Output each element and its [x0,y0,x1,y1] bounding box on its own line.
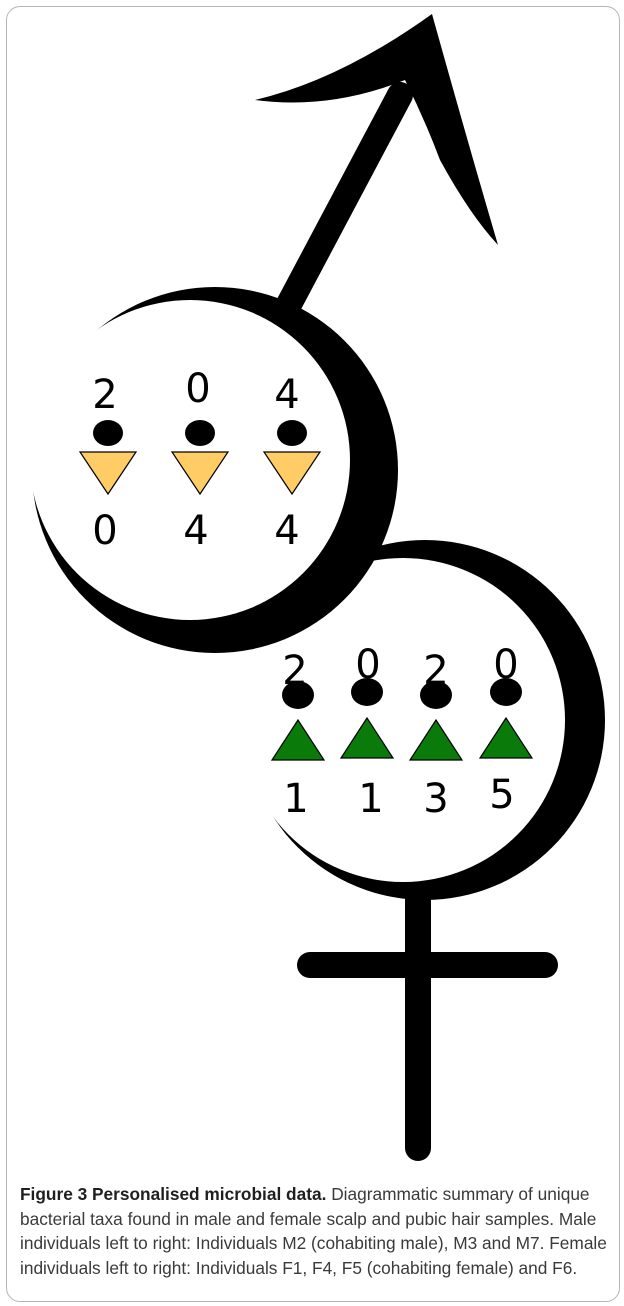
male-individual: 0 4 [170,366,230,554]
head-marker [185,420,215,446]
female-bottom-count: 1 [283,776,308,822]
male-bottom-count: 0 [92,508,117,554]
male-individuals: 2 0 0 4 4 4 [78,366,322,554]
mars-arrow [255,14,498,353]
head-marker [277,420,307,446]
male-individual: 4 4 [262,372,322,554]
male-marker [170,451,230,496]
female-individuals: 2 1 0 1 2 3 0 5 [270,642,534,822]
female-marker [408,718,464,761]
male-marker [78,451,138,496]
female-bottom-count: 1 [358,776,383,822]
head-marker [490,678,522,706]
male-top-count: 2 [92,372,117,418]
venus-circle [241,540,605,900]
male-bottom-count: 4 [183,508,208,554]
figure-title: Personalised microbial data. [92,1184,327,1204]
female-bottom-count: 3 [423,776,448,822]
female-marker [339,716,395,759]
figure-label: Figure 3 [20,1184,88,1204]
figure-caption-text: Diagrammatic summary of unique bacterial… [20,1184,607,1278]
head-marker [93,420,123,446]
male-top-count: 4 [274,372,299,418]
head-marker [420,681,452,709]
venus-cross [297,862,558,1161]
female-marker [478,716,534,759]
male-bottom-count: 4 [274,508,299,554]
figure-diagram: 2 0 0 4 4 4 2 1 0 1 [30,14,605,1161]
female-marker [270,718,326,761]
female-individual: 0 1 [339,642,395,822]
male-marker [262,451,322,496]
female-individual: 0 5 [478,642,534,818]
male-top-count: 0 [185,366,210,412]
head-marker [282,681,314,709]
male-individual: 2 0 [78,372,138,554]
female-individual: 2 3 [408,648,464,822]
head-marker [351,678,383,706]
female-bottom-count: 5 [489,772,514,818]
figure-caption: Figure 3 Personalised microbial data. Di… [20,1182,610,1280]
female-individual: 2 1 [270,648,326,822]
